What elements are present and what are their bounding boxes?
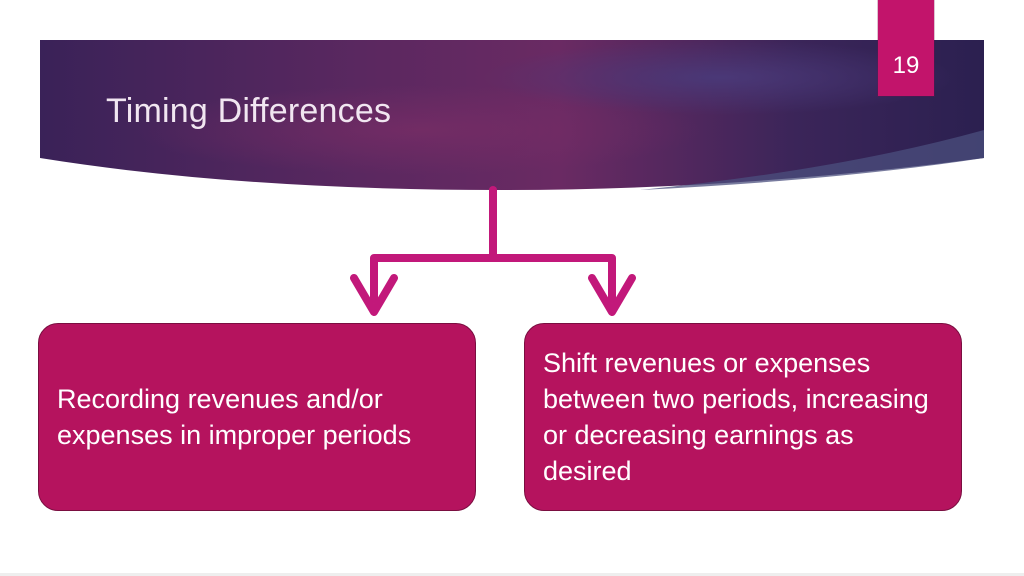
- left-box: Recording revenues and/or expenses in im…: [38, 323, 476, 511]
- right-box-text: Shift revenues or expenses between two p…: [543, 348, 929, 486]
- page-number: 19: [892, 52, 920, 79]
- bottom-divider: [0, 573, 1024, 576]
- banner-shape: [40, 40, 984, 190]
- arrowhead-left-icon: [350, 274, 398, 316]
- page-number-tab: 19: [878, 0, 934, 96]
- left-box-text: Recording revenues and/or expenses in im…: [57, 384, 412, 450]
- title-banner: [40, 40, 984, 190]
- arrowhead-right-icon: [588, 274, 636, 316]
- right-box: Shift revenues or expenses between two p…: [524, 323, 962, 511]
- connector-branch: [370, 254, 616, 304]
- slide-title: Timing Differences: [106, 92, 392, 130]
